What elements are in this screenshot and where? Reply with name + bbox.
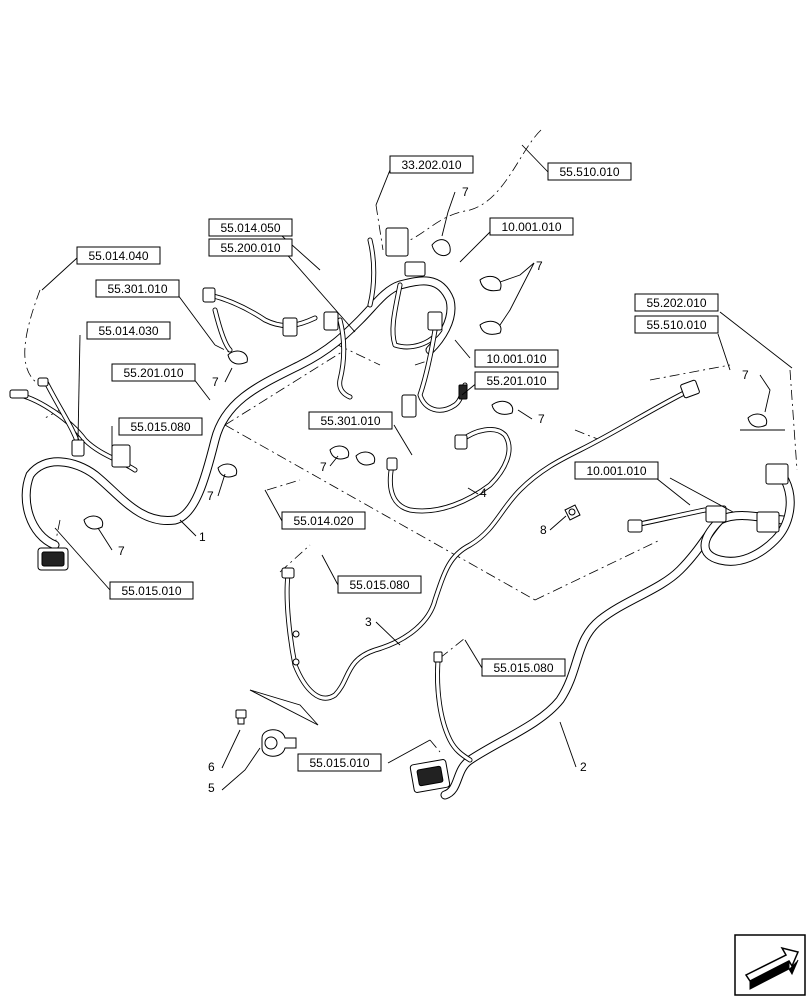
svg-text:10.001.010: 10.001.010 [486,352,546,366]
reference-box-55-015-010-left[interactable]: 55.015.010 [109,581,194,600]
callout-leaders [97,191,771,791]
reference-box-10-001-010-mid[interactable]: 10.001.010 [474,349,559,368]
svg-text:55.014.030: 55.014.030 [98,324,158,338]
svg-text:55.510.010: 55.510.010 [559,165,619,179]
cable-tie-icon [479,275,502,292]
reference-box-55-015-080-left[interactable]: 55.015.080 [118,417,203,436]
item-5-callout: 5 [208,781,215,795]
clamp-5 [261,729,297,757]
reference-box-33-202-010[interactable]: 33.202.010 [389,155,474,174]
reference-box-55-201-010-mid[interactable]: 55.201.010 [474,371,559,390]
item-4-callout: 4 [480,486,487,500]
item-7-callout: 7 [320,460,327,474]
cable-tie-icon [491,400,514,415]
item-7-callout: 7 [538,412,545,426]
svg-text:55.015.080: 55.015.080 [130,420,190,434]
svg-text:55.510.010: 55.510.010 [646,318,706,332]
cable-tie-icon [227,350,248,365]
reference-box-55-200-010[interactable]: 55.200.010 [208,238,293,257]
svg-text:10.001.010: 10.001.010 [586,464,646,478]
next-page-arrow-icon[interactable] [734,934,806,996]
item-2-callout: 2 [580,760,587,774]
cable-tie-icon [747,413,768,428]
cable-ties [83,239,768,530]
svg-text:55.014.020: 55.014.020 [293,514,353,528]
reference-box-55-014-020[interactable]: 55.014.020 [281,511,366,530]
reference-box-10-001-010-top[interactable]: 10.001.010 [489,217,574,236]
svg-text:55.301.010: 55.301.010 [107,282,167,296]
item-7-callout: 7 [118,544,125,558]
item-6-callout: 6 [208,760,215,774]
reference-box-10-001-010-right[interactable]: 10.001.010 [574,461,659,480]
reference-box-55-202-010[interactable]: 55.202.010 [634,293,719,312]
svg-text:55.015.080: 55.015.080 [349,578,409,592]
reference-dash-lines [24,129,798,753]
harness-3 [281,379,700,701]
reference-box-55-510-010-right[interactable]: 55.510.010 [634,315,719,334]
reference-box-55-015-010-bottom[interactable]: 55.015.010 [297,753,382,772]
section-line [249,689,319,726]
bolt-6 [235,709,247,725]
svg-text:55.014.050: 55.014.050 [220,221,280,235]
harness-4 [386,427,512,514]
connector-block [111,444,131,468]
reference-box-55-301-010-left[interactable]: 55.301.010 [95,279,180,298]
reference-box-55-014-030[interactable]: 55.014.030 [86,321,171,340]
reference-box-55-015-080-right[interactable]: 55.015.080 [481,658,566,677]
svg-text:55.301.010: 55.301.010 [320,414,380,428]
item-3-callout: 3 [365,615,372,629]
svg-text:55.015.010: 55.015.010 [121,584,181,598]
svg-text:55.015.080: 55.015.080 [493,661,553,675]
item-7-callout: 7 [462,185,469,199]
item-1-callout: 1 [199,530,206,544]
cable-tie-icon [329,445,350,460]
svg-text:55.015.010: 55.015.010 [309,756,369,770]
svg-text:55.201.010: 55.201.010 [123,366,183,380]
svg-text:33.202.010: 33.202.010 [401,158,461,172]
item-7-callout: 7 [207,489,214,503]
reference-leaders [41,144,793,764]
item-7-callout: 7 [536,259,543,273]
reference-box-55-201-010-left[interactable]: 55.201.010 [111,363,196,382]
item-7-callout: 7 [742,368,749,382]
cable-tie-icon [217,463,238,478]
svg-text:55.202.010: 55.202.010 [646,296,706,310]
connector-right [765,463,789,485]
reference-box-55-014-050[interactable]: 55.014.050 [208,218,293,237]
reference-box-55-510-010-top[interactable]: 55.510.010 [547,162,632,181]
connector-top [385,227,409,257]
cable-tie-icon [431,239,451,257]
reference-box-55-015-080-mid[interactable]: 55.015.080 [337,575,422,594]
harness-2 [409,463,795,800]
cable-tie-icon [355,451,376,466]
svg-text:55.201.010: 55.201.010 [486,374,546,388]
cable-tie-icon [479,320,502,335]
item-7-callout: 7 [212,375,219,389]
reference-box-55-301-010-mid[interactable]: 55.301.010 [308,411,393,430]
svg-text:55.014.040: 55.014.040 [88,249,148,263]
svg-text:10.001.010: 10.001.010 [501,220,561,234]
harness-1 [9,227,468,571]
cable-tie-icon [83,515,104,530]
svg-text:55.200.010: 55.200.010 [220,241,280,255]
item-8-callout: 8 [540,523,547,537]
reference-box-55-014-040[interactable]: 55.014.040 [76,246,161,265]
clip-8 [564,504,581,521]
